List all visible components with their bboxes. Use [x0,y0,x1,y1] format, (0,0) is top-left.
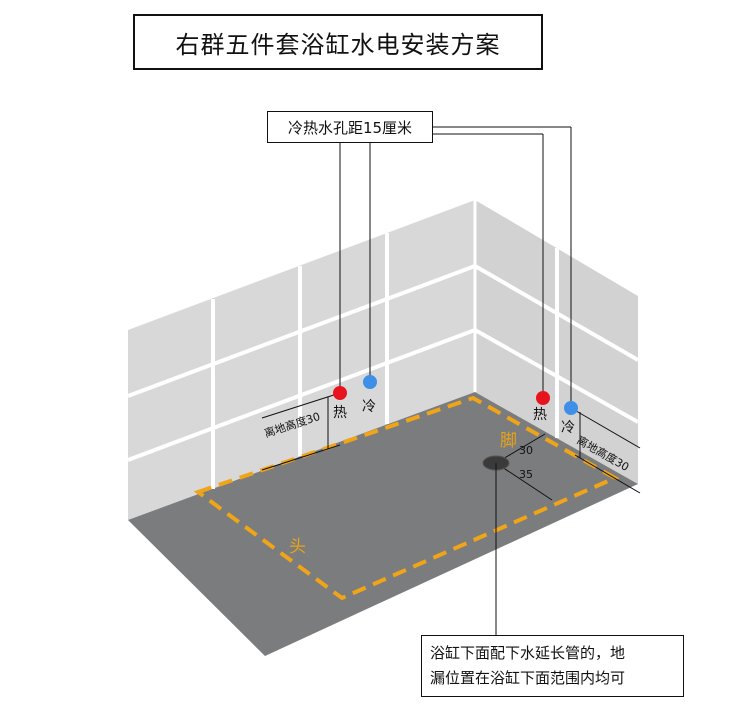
left-cold-label: 冷 [362,399,376,415]
drain-note-line-1: 浴缸下面配下水延长管的，地 [430,644,626,662]
right-hot-pipe [536,391,550,405]
right-cold-label: 冷 [561,420,575,436]
drain-note-callout: 浴缸下面配下水延长管的，地 漏位置在浴缸下面范围内均可 [421,635,684,697]
page-title: 右群五件套浴缸水电安装方案 [133,14,543,70]
right-hot-label: 热 [533,407,547,423]
drain-dim-35: 35 [519,468,533,481]
left-wall-grout [127,233,476,489]
drain-dim-30: 30 [519,444,533,457]
left-hot-label: 热 [333,405,347,421]
right-cold-pipe [564,401,578,415]
pipe-spacing-callout: 冷热水孔距15厘米 [267,111,433,143]
drain-note-line-2: 漏位置在浴缸下面范围内均可 [430,669,626,687]
right-height-dim [570,407,641,494]
callout-top-leaders [339,126,572,408]
head-label: 头 [289,537,306,557]
left-cold-pipe [363,375,377,389]
foot-label: 脚 [500,431,517,451]
left-height-dim [261,392,341,471]
floor [128,392,638,656]
left-hot-pipe [333,386,347,400]
right-wall-grout [474,248,639,438]
